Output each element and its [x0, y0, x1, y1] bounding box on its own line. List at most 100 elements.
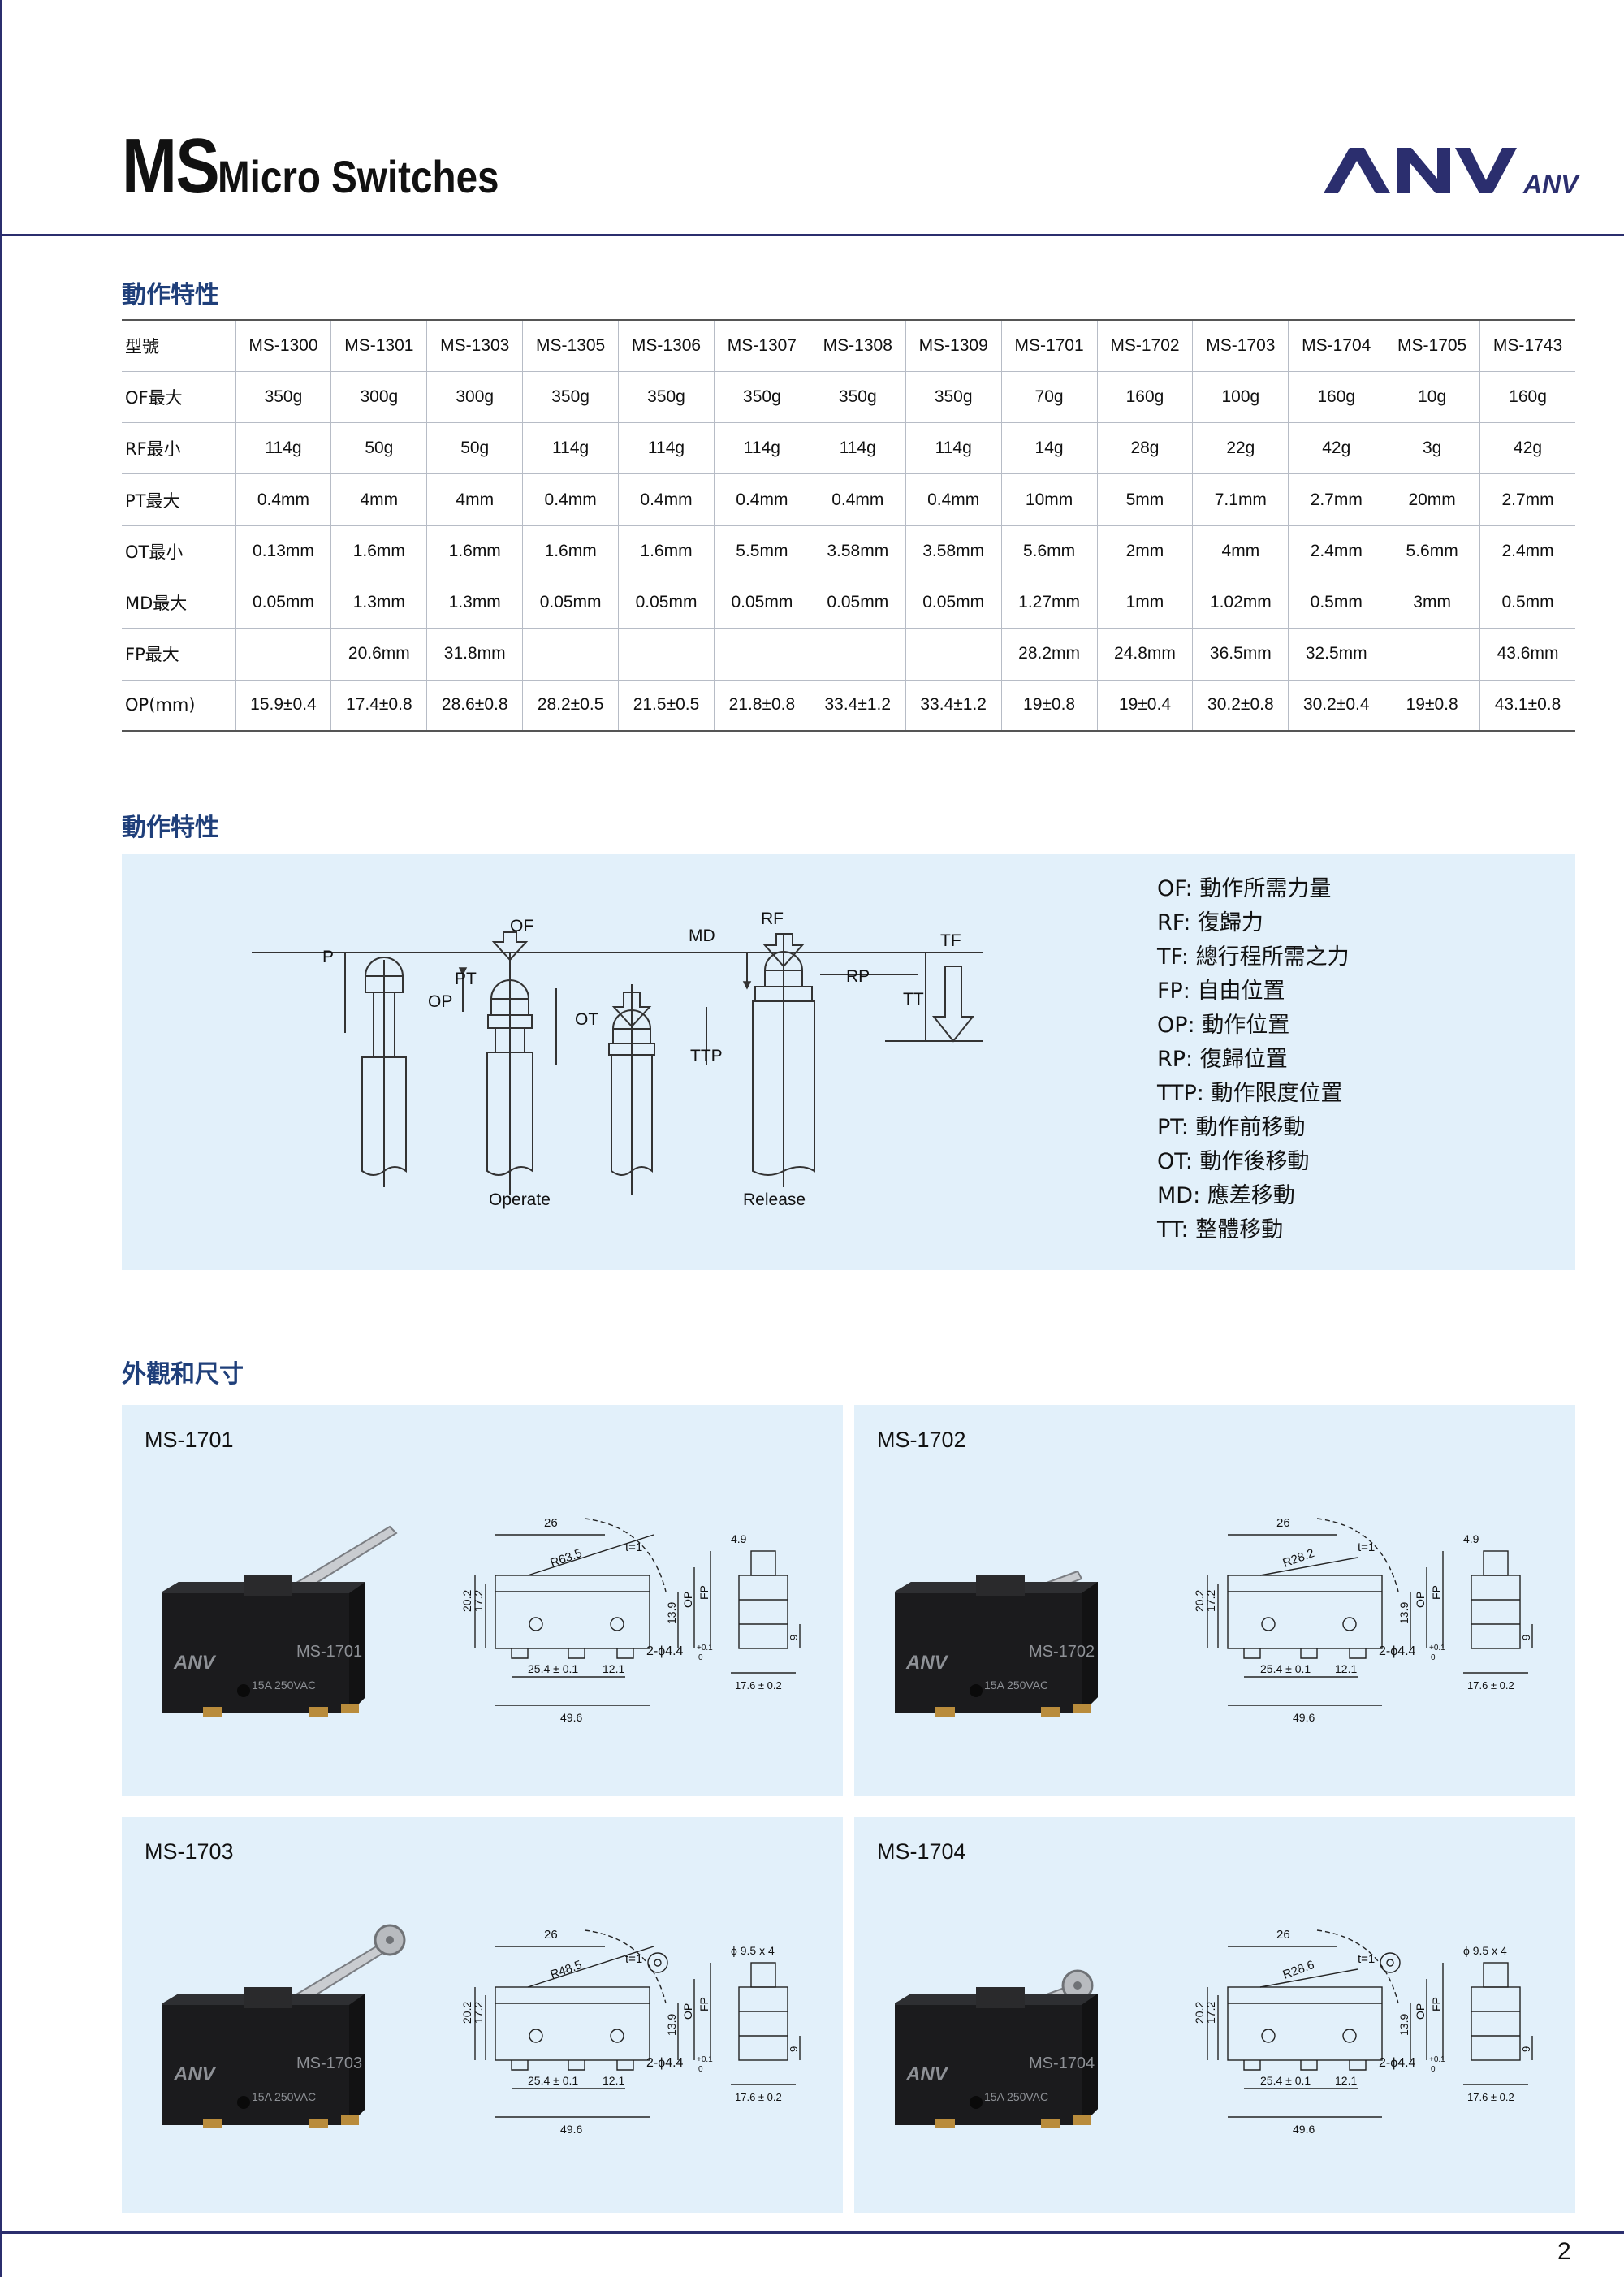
- spec-cell: 43.6mm: [1479, 628, 1575, 681]
- spec-cell: MS-1300: [235, 318, 332, 372]
- spec-cell: 114g: [714, 422, 810, 475]
- spec-cell: 3.58mm: [905, 525, 1002, 577]
- switch-model-label: MS-1703: [296, 2054, 362, 2072]
- spec-cell: 28.6±0.8: [426, 680, 524, 732]
- switch-brand: ANV: [905, 2063, 949, 2085]
- dim-side: 17.6 ± 0.2: [735, 1679, 782, 1692]
- dim-fp: FP: [1430, 1997, 1443, 2011]
- dim-tol0: 0: [1431, 1653, 1436, 1662]
- dimension-panel-title: MS-1703: [145, 1839, 234, 1864]
- label-operate: Operate: [489, 1190, 551, 1209]
- spec-row-label: RF最小: [122, 422, 236, 475]
- dim-h2: 17.2: [472, 2002, 485, 2024]
- dim-h1: 20.2: [1195, 1590, 1206, 1612]
- dim-tol: +0.1: [697, 1644, 713, 1653]
- spec-cell: 114g: [618, 422, 715, 475]
- spec-cell: 0.4mm: [522, 473, 620, 526]
- spec-cell: 350g: [714, 371, 810, 424]
- legend-item: FP: 自由位置: [1157, 979, 1285, 1004]
- spec-cell: 1.3mm: [426, 577, 524, 629]
- spec-cell: 19±0.8: [1384, 680, 1481, 732]
- legend-item: TT: 整體移動: [1157, 1217, 1284, 1242]
- spec-row-label: OF最大: [122, 371, 236, 424]
- spec-cell: 21.8±0.8: [714, 680, 810, 732]
- spec-cell: 28.2mm: [1001, 628, 1098, 681]
- spec-cell: 5.5mm: [714, 525, 810, 577]
- dim-h2: 17.2: [472, 1590, 485, 1612]
- dim-hole: 2-ϕ4.4: [646, 1644, 684, 1658]
- legend-item: TF: 總行程所需之力: [1157, 944, 1350, 970]
- legend-item: OP: 動作位置: [1157, 1013, 1290, 1038]
- spec-cell: 28.2±0.5: [522, 680, 620, 732]
- dim-nine: 9: [1520, 2046, 1532, 2052]
- spec-cell: 1mm: [1097, 577, 1194, 629]
- spec-cell: 0.4mm: [714, 473, 810, 526]
- dim-radius: R28.2: [1281, 1546, 1316, 1571]
- dim-side: 17.6 ± 0.2: [1467, 1679, 1514, 1692]
- label-MD: MD: [689, 927, 715, 945]
- dim-tol: +0.1: [1429, 2055, 1445, 2064]
- spec-cell: 22g: [1192, 422, 1289, 475]
- dim-nine: 9: [788, 2046, 800, 2052]
- switch-model-label: MS-1701: [296, 1643, 362, 1661]
- spec-cell: 0.4mm: [905, 473, 1002, 526]
- dim-w1: ϕ 9.5 x 4: [1463, 1944, 1507, 1957]
- spec-cell: 14g: [1001, 422, 1098, 475]
- spec-cell: 7.1mm: [1192, 473, 1289, 526]
- footer-rule: [0, 2231, 1624, 2234]
- dim-top: 26: [544, 1928, 558, 1942]
- spec-cell: 0.05mm: [905, 577, 1002, 629]
- switch-brand: ANV: [905, 1652, 949, 1674]
- spec-cell: 2mm: [1097, 525, 1194, 577]
- spec-cell: 17.4±0.8: [330, 680, 428, 732]
- title-ms: MS: [122, 123, 220, 210]
- dim-top: 26: [544, 1516, 558, 1530]
- dim-op: OP: [681, 2003, 694, 2020]
- spec-cell: 20mm: [1384, 473, 1481, 526]
- dim-b2: 12.1: [1335, 2074, 1357, 2087]
- dim-top: 26: [1276, 1516, 1290, 1530]
- spec-cell: MS-1308: [810, 318, 906, 372]
- dim-nine: 9: [788, 1635, 800, 1640]
- dim-heading: 外觀和尺寸: [122, 1360, 244, 1389]
- dim-h2: 17.2: [1204, 1590, 1217, 1612]
- dim-h3: 13.9: [665, 2014, 678, 2036]
- dim-b1: 25.4 ± 0.1: [1260, 2074, 1311, 2087]
- dim-t: t=1: [625, 1952, 642, 1966]
- spec-cell: 0.05mm: [810, 577, 906, 629]
- dim-hole: 2-ϕ4.4: [1379, 1644, 1416, 1658]
- dim-total: 49.6: [1293, 1711, 1315, 1724]
- legend-item: OT: 動作後移動: [1157, 1149, 1310, 1174]
- dim-w1: ϕ 9.5 x 4: [731, 1944, 775, 1957]
- spec-cell: [235, 628, 332, 681]
- spec-cell: 5mm: [1097, 473, 1194, 526]
- spec-cell: 114g: [235, 422, 332, 475]
- left-edge-rule: [0, 0, 2, 2277]
- dim-tol: +0.1: [697, 2055, 713, 2064]
- spec-cell: 1.6mm: [522, 525, 620, 577]
- label-RP: RP: [846, 967, 870, 986]
- spec-cell: 0.4mm: [618, 473, 715, 526]
- spec-cell: 70g: [1001, 371, 1098, 424]
- spec-cell: 31.8mm: [426, 628, 524, 681]
- spec-cell: 0.5mm: [1479, 577, 1575, 629]
- spec-row-label: FP最大: [122, 628, 236, 681]
- op-heading: 動作特性: [122, 814, 219, 842]
- spec-cell: MS-1743: [1479, 318, 1575, 372]
- spec-cell: 33.4±1.2: [905, 680, 1002, 732]
- spec-cell: MS-1705: [1384, 318, 1481, 372]
- spec-cell: 28g: [1097, 422, 1194, 475]
- spec-row-label: OP(mm): [122, 680, 236, 732]
- label-OP: OP: [428, 992, 452, 1011]
- spec-cell: 2.7mm: [1479, 473, 1575, 526]
